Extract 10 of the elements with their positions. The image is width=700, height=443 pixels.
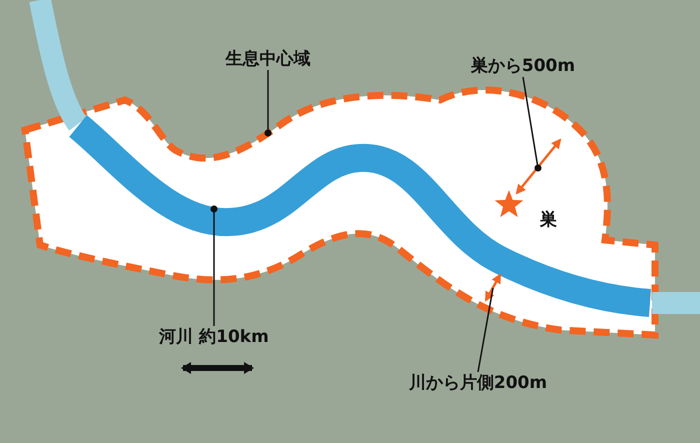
callout-label: 巣から500m [470, 55, 576, 77]
callout-label: 生息中心域 [226, 48, 310, 70]
leader-line [477, 288, 494, 372]
callout-label: 河川 約10km [159, 326, 269, 348]
callout-label: 川から片側200m [408, 372, 548, 394]
nest-label: 巣 [540, 209, 557, 231]
leader-line [210, 206, 218, 326]
river-drawing [29, 0, 700, 317]
leader-line [522, 76, 542, 172]
leader-line [264, 70, 272, 136]
